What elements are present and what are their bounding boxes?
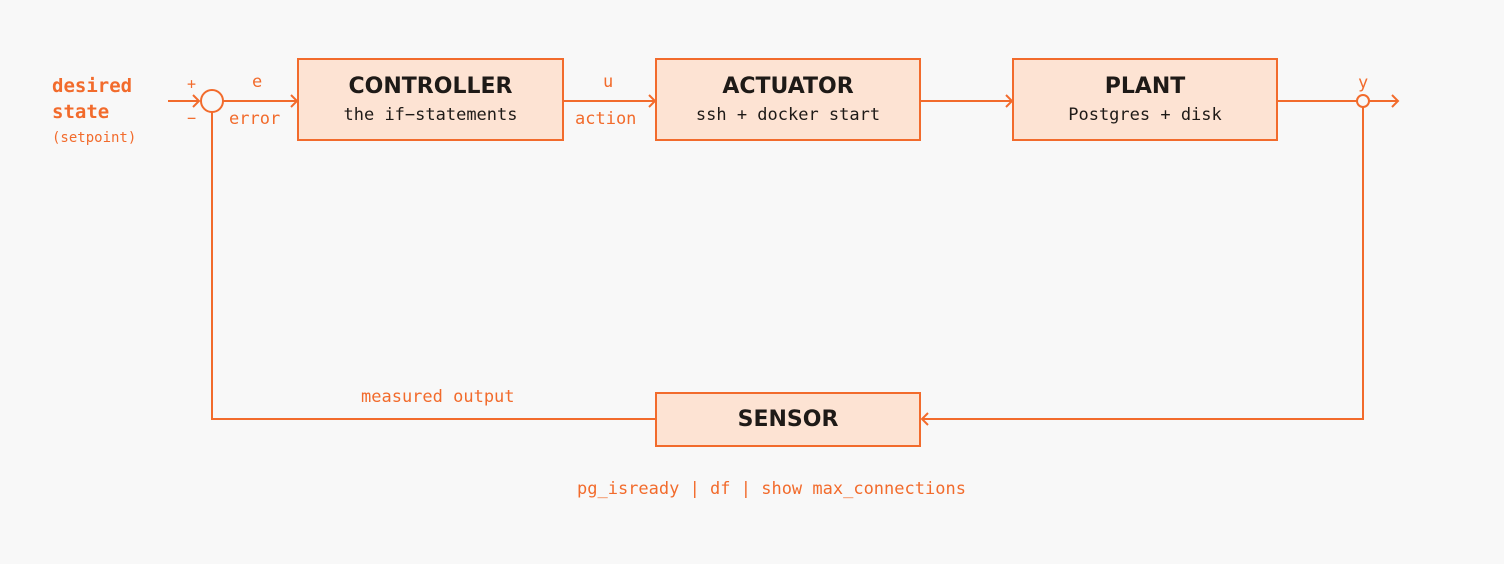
output-arrowhead xyxy=(1391,94,1400,108)
sensor-title: SENSOR xyxy=(737,406,839,432)
input-setpoint-note: (setpoint) xyxy=(52,130,137,146)
error-symbol: e xyxy=(252,72,263,92)
input-label-line1: desired xyxy=(52,75,133,97)
sensor-input-arrowhead xyxy=(920,412,929,426)
plant-block: PLANT Postgres + disk xyxy=(1012,58,1278,141)
sensor-block: SENSOR xyxy=(655,392,921,447)
error-label: error xyxy=(229,109,281,129)
controller-block: CONTROLLER the if−statements xyxy=(297,58,564,141)
feedback-to-sensor-line xyxy=(922,107,1364,420)
actuator-title: ACTUATOR xyxy=(722,73,854,99)
summing-junction xyxy=(200,89,224,113)
output-symbol: y xyxy=(1358,73,1369,93)
measured-output-label: measured output xyxy=(361,387,515,407)
input-arrowhead xyxy=(192,94,201,108)
junction-plus-sign: + xyxy=(187,75,197,93)
plant-title: PLANT xyxy=(1104,73,1186,99)
junction-minus-sign: − xyxy=(187,109,197,127)
actuator-subtitle: ssh + docker start xyxy=(695,104,881,125)
action-label: action xyxy=(575,109,637,129)
actuator-block: ACTUATOR ssh + docker start xyxy=(655,58,921,141)
action-symbol: u xyxy=(603,72,614,92)
controller-title: CONTROLLER xyxy=(348,73,513,99)
output-tap-node xyxy=(1356,94,1370,108)
controller-subtitle: the if−statements xyxy=(343,104,518,125)
sensor-commands-caption: pg_isready | df | show max_connections xyxy=(577,479,966,499)
measured-output-line xyxy=(211,112,655,420)
plant-subtitle: Postgres + disk xyxy=(1068,104,1222,125)
input-label-line2: state xyxy=(52,101,110,123)
